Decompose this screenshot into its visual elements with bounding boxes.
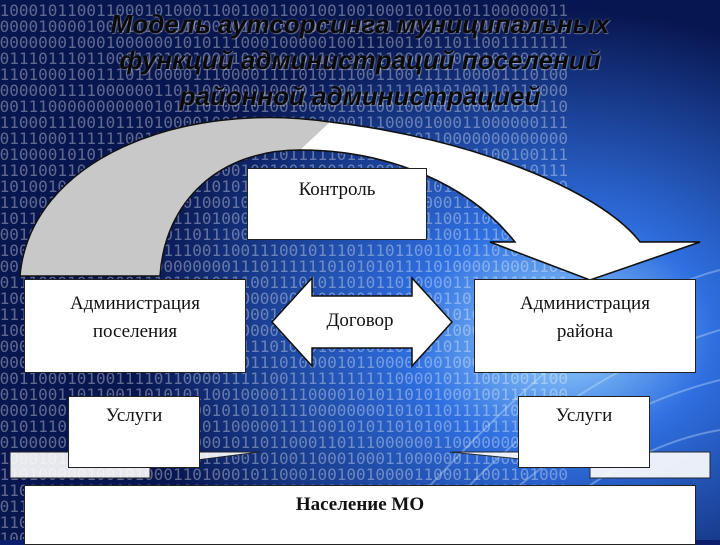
title-line-3: районной администрацией bbox=[179, 81, 541, 111]
binary-digits-row: 0011101110110001101001001100010101101000… bbox=[0, 49, 568, 68]
title-line-1: Модель аутсорсинга муниципальных bbox=[110, 9, 610, 39]
binary-digits-row: 0110100010011101100001110000111101011100… bbox=[0, 65, 568, 84]
binary-digits-row: 0001100010100111101100001111100111111111… bbox=[0, 369, 568, 388]
control-box: Контроль bbox=[247, 168, 427, 240]
services-left-label: Услуги bbox=[105, 405, 163, 426]
settlement-administration-box: Администрация поселения bbox=[24, 279, 246, 373]
settlement-admin-line-2: поселения bbox=[92, 321, 178, 342]
slide-title: Модель аутсорсинга муниципальных функций… bbox=[20, 6, 700, 114]
district-admin-line-2: района bbox=[556, 321, 614, 342]
binary-digits-row: 1000010000100111111110000011010010010110… bbox=[0, 17, 568, 36]
settlement-admin-line-1: Администрация bbox=[70, 293, 200, 314]
agreement-double-arrow bbox=[270, 276, 454, 368]
services-left-box: Услуги bbox=[68, 396, 200, 468]
binary-digits-row: 0001110000000000010111010010100100001101… bbox=[0, 97, 568, 116]
services-right-box: Услуги bbox=[518, 396, 650, 468]
binary-digits-row: 0000000010001000000101011100010000010011… bbox=[0, 33, 568, 52]
services-right-label: Услуги bbox=[555, 405, 613, 426]
district-admin-line-1: Администрация bbox=[520, 293, 650, 314]
binary-digits-row: 1000000111100000011011000000100001110011… bbox=[0, 81, 568, 100]
population-label: Население МО bbox=[295, 494, 425, 515]
curved-arrow-inner bbox=[299, 121, 701, 281]
district-administration-box: Администрация района bbox=[474, 279, 696, 373]
population-box: Население МО bbox=[24, 485, 696, 545]
binary-digits-row: 0100010110011000101000110010011001001001… bbox=[0, 1, 568, 20]
agreement-label: Договор bbox=[326, 310, 394, 331]
title-line-2: функций администраций поселений bbox=[119, 45, 601, 75]
control-label: Контроль bbox=[298, 179, 376, 200]
